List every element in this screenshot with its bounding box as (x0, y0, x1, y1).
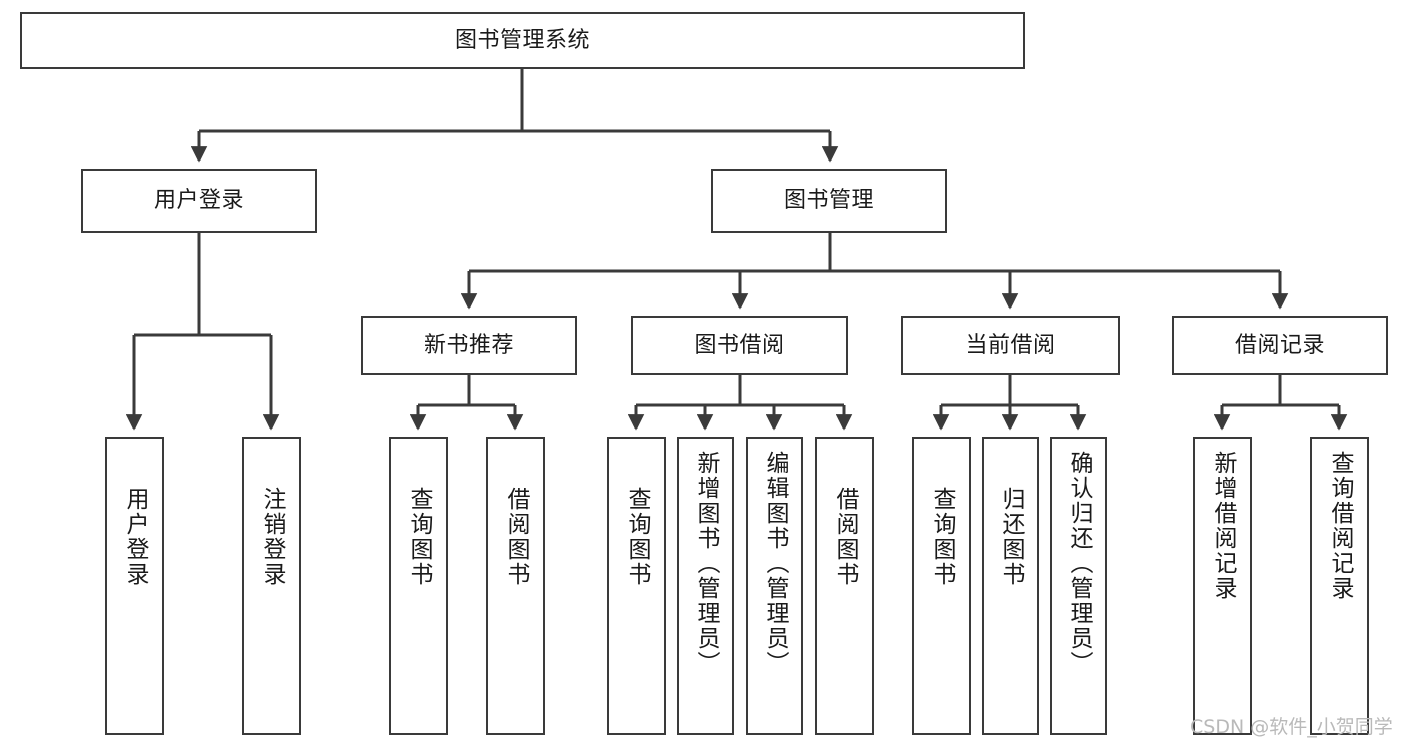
node-leaf-user-login-label: 用户登录 (122, 487, 148, 587)
node-borrow-record-label: 借阅记录 (1234, 332, 1325, 358)
node-user-login[interactable]: 用户登录 (81, 169, 317, 233)
node-leaf-return-book-label: 归还图书 (998, 487, 1024, 587)
node-leaf-add-book[interactable]: 新增图书（管理员） (677, 437, 734, 735)
node-leaf-add-record-label: 新增借阅记录 (1210, 451, 1236, 601)
node-leaf-confirm-return-label: 确认归还（管理员） (1066, 451, 1092, 676)
node-leaf-user-login[interactable]: 用户登录 (105, 437, 164, 735)
node-leaf-logout-login[interactable]: 注销登录 (242, 437, 301, 735)
node-book-management-label: 图书管理 (783, 188, 874, 214)
node-user-login-label: 用户登录 (153, 188, 244, 214)
node-book-borrow[interactable]: 图书借阅 (631, 316, 848, 375)
node-leaf-query-record[interactable]: 查询借阅记录 (1310, 437, 1369, 735)
node-leaf-query-book-3-label: 查询图书 (929, 487, 955, 587)
node-leaf-query-book-2[interactable]: 查询图书 (607, 437, 666, 735)
node-leaf-borrow-book-1[interactable]: 借阅图书 (486, 437, 545, 735)
node-leaf-query-record-label: 查询借阅记录 (1327, 451, 1353, 601)
node-root[interactable]: 图书管理系统 (20, 12, 1025, 69)
node-leaf-return-book[interactable]: 归还图书 (982, 437, 1039, 735)
node-new-book-recommend[interactable]: 新书推荐 (361, 316, 577, 375)
node-leaf-edit-book[interactable]: 编辑图书（管理员） (746, 437, 803, 735)
node-leaf-borrow-book-1-label: 借阅图书 (503, 487, 529, 587)
node-borrow-record[interactable]: 借阅记录 (1172, 316, 1388, 375)
node-book-management[interactable]: 图书管理 (711, 169, 947, 233)
node-leaf-query-book-3[interactable]: 查询图书 (912, 437, 971, 735)
node-leaf-query-book-2-label: 查询图书 (624, 487, 650, 587)
node-leaf-add-record[interactable]: 新增借阅记录 (1193, 437, 1252, 735)
node-leaf-add-book-label: 新增图书（管理员） (693, 451, 719, 676)
node-root-label: 图书管理系统 (454, 27, 590, 53)
node-leaf-confirm-return[interactable]: 确认归还（管理员） (1050, 437, 1107, 735)
node-current-borrow[interactable]: 当前借阅 (901, 316, 1120, 375)
node-leaf-query-book-1-label: 查询图书 (406, 487, 432, 587)
csdn-watermark: CSDN @软件_小贺同学 (1190, 716, 1393, 738)
node-new-book-recommend-label: 新书推荐 (423, 332, 514, 358)
node-leaf-logout-login-label: 注销登录 (259, 487, 285, 587)
node-leaf-borrow-book-2-label: 借阅图书 (832, 487, 858, 587)
node-leaf-edit-book-label: 编辑图书（管理员） (762, 451, 788, 676)
node-leaf-query-book-1[interactable]: 查询图书 (389, 437, 448, 735)
node-leaf-borrow-book-2[interactable]: 借阅图书 (815, 437, 874, 735)
node-book-borrow-label: 图书借阅 (694, 332, 785, 358)
node-current-borrow-label: 当前借阅 (965, 332, 1056, 358)
